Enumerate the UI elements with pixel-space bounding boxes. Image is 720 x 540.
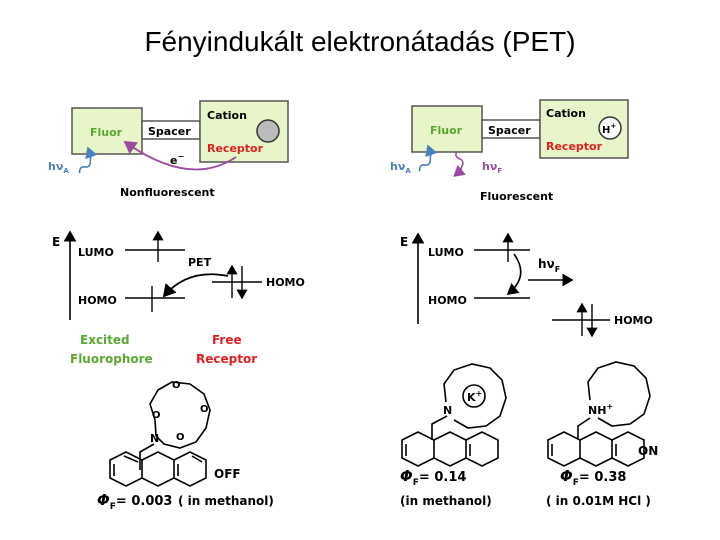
n-atom: N — [150, 432, 159, 445]
spacer-label: Spacer — [148, 125, 191, 138]
status-off: OFF — [214, 467, 241, 481]
proton-label: H+ — [602, 122, 616, 136]
receptor-label-r: Receptor — [546, 140, 603, 153]
crown-ether-ring — [149, 381, 211, 449]
energy-axis-label-r: E — [400, 235, 408, 249]
pet-label: PET — [188, 256, 212, 269]
right-solvent-2: ( in 0.01M HCl ) — [546, 494, 651, 508]
excited-fluorophore-line1: Excited — [80, 333, 130, 347]
free-receptor-line2: Receptor — [196, 352, 257, 366]
spacer-label-r: Spacer — [488, 124, 531, 137]
fluor-box-r — [411, 105, 483, 153]
k-ion-circle — [462, 384, 486, 408]
anthracene-r1 — [401, 431, 499, 467]
anthracene-r2 — [547, 431, 645, 467]
nh-atom-label: NH+ — [588, 402, 613, 417]
cation-label: Cation — [207, 109, 247, 122]
excitation-wavy-arrow — [78, 146, 98, 174]
hv-f-label: hνF — [482, 160, 502, 175]
empty-cation-site — [256, 119, 280, 143]
crown-ether-ring-k — [443, 363, 507, 429]
homo-label: HOMO — [78, 294, 117, 307]
left-scheme: Fluor Spacer Cation Receptor hνA e− Nonf… — [48, 100, 289, 199]
left-energy-diagram: E LUMO HOMO HOMO PET Excited Fluorophore… — [52, 230, 305, 366]
excitation-wavy-arrow-r — [418, 144, 438, 172]
electron-transfer-arrow — [123, 140, 237, 171]
bound-proton-site — [598, 116, 622, 140]
o-atom-1: O — [152, 410, 161, 421]
hv-a-label: hνA — [48, 160, 69, 175]
right-solvent-1: (in methanol) — [400, 494, 492, 508]
status-on: ON — [638, 444, 658, 458]
hv-f-emission-label: hνF — [538, 257, 560, 274]
right-molecule-k-complex: K+ N — [401, 363, 507, 467]
right-energy-diagram: E LUMO HOMO hνF HOMO — [400, 232, 653, 338]
left-quantum-yield: ΦF= 0.003 — [97, 491, 172, 512]
left-solvent: ( in methanol) — [178, 494, 274, 508]
cation-label-r: Cation — [546, 107, 586, 120]
o-atom-2: O — [172, 380, 181, 391]
right-quantum-yield-1: ΦF= 0.14 — [400, 467, 466, 488]
o-atom-4: O — [176, 432, 185, 443]
left-molecule-anthracene-crown: N O O O O OFF — [109, 380, 241, 487]
receptor-homo-label: HOMO — [266, 276, 305, 289]
nonfluorescent-label: Nonfluorescent — [120, 186, 215, 199]
free-receptor-line1: Free — [212, 333, 242, 347]
o-atom-3: O — [200, 404, 209, 415]
receptor-label: Receptor — [207, 142, 264, 155]
n-atom-r: N — [443, 404, 452, 417]
receptor-homo-label-r: HOMO — [614, 314, 653, 327]
fluorescent-label: Fluorescent — [480, 190, 553, 203]
pet-arrow — [162, 273, 229, 298]
lumo-label-r: LUMO — [428, 246, 464, 259]
hv-a-label-r: hνA — [390, 160, 411, 175]
relaxation-arrow — [506, 253, 522, 296]
excited-fluorophore-line2: Fluorophore — [70, 352, 153, 366]
electron-label: e− — [170, 152, 184, 167]
crown-ether-ring-nh — [587, 361, 651, 427]
right-scheme: Fluor Spacer Cation Receptor H+ hνA hνF … — [390, 99, 629, 203]
k-ion-label: K+ — [467, 389, 482, 404]
fluor-label: Fluor — [90, 126, 123, 139]
right-quantum-yield-2: ΦF= 0.38 — [560, 467, 626, 488]
anthracene — [109, 451, 207, 487]
emission-wavy-arrow — [453, 150, 466, 177]
page-title: Fényindukált elektronátadás (PET) — [144, 26, 576, 57]
fluor-label-r: Fluor — [430, 124, 463, 137]
homo-label-r: HOMO — [428, 294, 467, 307]
right-molecule-nh-form: NH+ ON — [547, 361, 658, 467]
lumo-label: LUMO — [78, 246, 114, 259]
energy-axis-label: E — [52, 235, 60, 249]
